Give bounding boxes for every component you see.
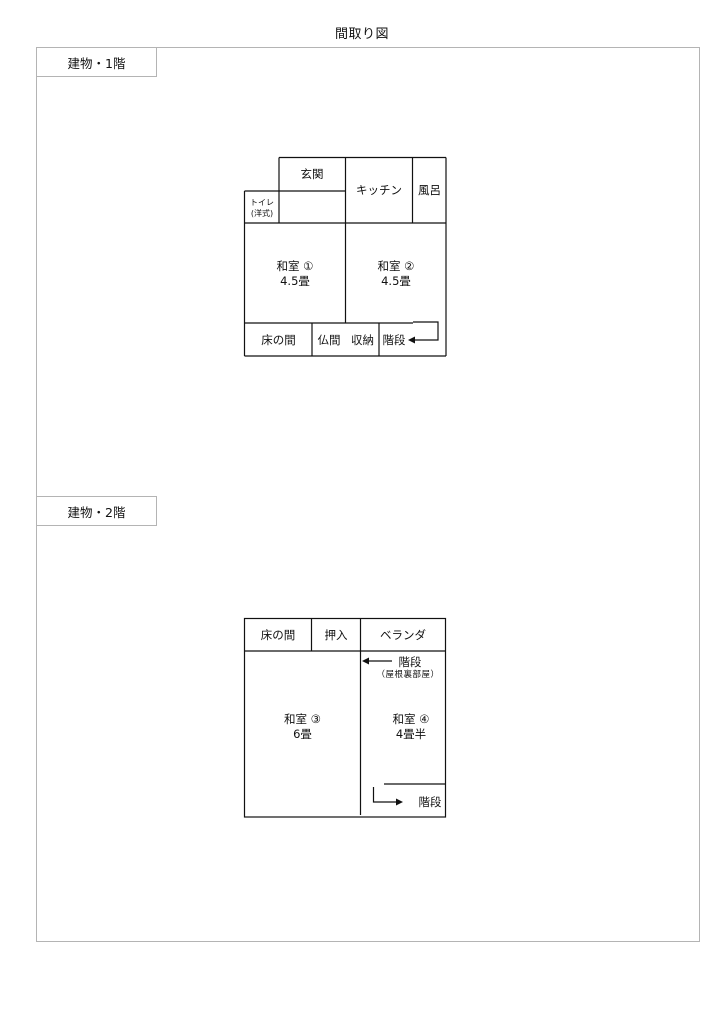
room-kaidan-1f-label: 階段 — [382, 332, 406, 347]
room-tokonoma-2f: 床の間 — [245, 619, 311, 651]
room-bath-label: 風呂 — [418, 183, 441, 197]
room-washitsu-4-name: 和室 ④ — [392, 712, 430, 726]
room-washitsu-3-size: 6畳 — [293, 727, 312, 741]
room-washitsu-1: 和室 ① 4.5畳 — [245, 224, 345, 323]
room-oshiire-label: 押入 — [324, 627, 348, 642]
stair-down-2f-label: 階段 — [418, 794, 442, 809]
floor-1-label: 建物・1階 — [36, 47, 157, 77]
stair-attic: 階段 — [395, 654, 425, 670]
room-washitsu-4-size: 4畳半 — [395, 727, 427, 741]
stair-attic-note: （屋根裏部屋） — [370, 669, 446, 681]
room-washitsu-1-name: 和室 ① — [276, 258, 314, 273]
room-washitsu-1-size: 4.5畳 — [280, 273, 310, 288]
floor-2-label: 建物・2階 — [36, 496, 157, 526]
stair-down-2f: 階段 — [414, 793, 446, 811]
room-toilet-type: (洋式) — [250, 208, 274, 218]
room-kitchen: キッチン — [346, 158, 412, 223]
room-kaidan-1f: 階段 — [379, 324, 409, 356]
room-bath: 風呂 — [413, 158, 446, 223]
room-tokonoma-1f-label: 床の間 — [261, 332, 296, 347]
room-oshiire: 押入 — [312, 619, 360, 651]
room-washitsu-4: 和室 ④ 4畳半 — [361, 710, 461, 744]
room-washitsu-2-size: 4.5畳 — [381, 273, 411, 288]
room-genkan-label: 玄関 — [300, 167, 324, 181]
stair-attic-label: 階段 — [398, 654, 422, 669]
stair-attic-note-label: （屋根裏部屋） — [376, 669, 440, 680]
room-tokonoma-2f-label: 床の間 — [260, 627, 296, 642]
room-tokonoma-1f: 床の間 — [245, 324, 312, 356]
room-genkan: 玄関 — [279, 158, 345, 191]
room-toilet-label: トイレ — [250, 197, 274, 207]
room-toilet: トイレ (洋式) — [245, 192, 279, 223]
room-shuno: 収納 — [346, 324, 379, 356]
room-washitsu-2-name: 和室 ② — [377, 258, 415, 273]
room-veranda-label: ベランダ — [380, 627, 426, 642]
room-shuno-label: 収納 — [351, 332, 374, 347]
room-washitsu-3: 和室 ③ 6畳 — [245, 710, 360, 744]
page-title: 間取り図 — [334, 27, 389, 42]
floorplan-frame — [36, 47, 700, 942]
room-veranda: ベランダ — [361, 619, 445, 651]
room-washitsu-2: 和室 ② 4.5畳 — [346, 224, 446, 323]
room-kitchen-label: キッチン — [356, 183, 402, 197]
room-butsuma: 仏間 — [312, 324, 346, 356]
room-butsuma-label: 仏間 — [317, 332, 341, 347]
room-washitsu-3-name: 和室 ③ — [284, 712, 321, 726]
